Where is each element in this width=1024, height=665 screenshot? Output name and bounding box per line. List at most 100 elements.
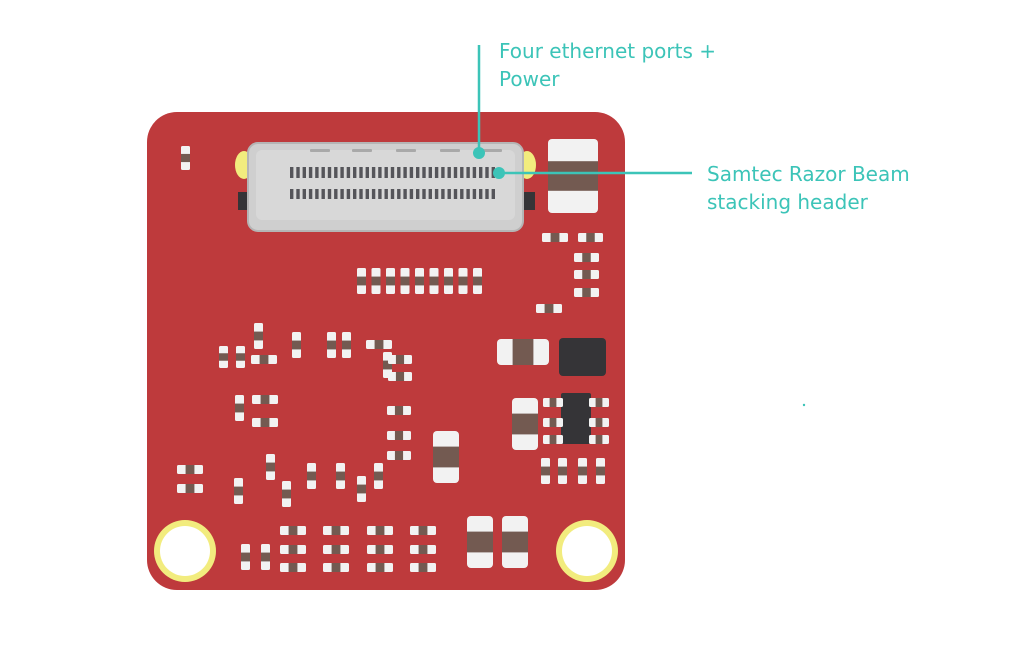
resistor-body (241, 552, 250, 562)
resistor-body (549, 418, 557, 427)
callout-line-ports (473, 45, 485, 159)
resistor-body (444, 276, 453, 286)
connector-pin (390, 189, 395, 199)
connector-pin (485, 167, 489, 178)
resistor-body (342, 340, 351, 350)
resistor-body (260, 395, 270, 404)
connector-pin (434, 167, 439, 178)
resistor-body (288, 526, 298, 535)
resistor-body (429, 276, 439, 286)
resistor-body (357, 276, 366, 286)
connector-ridge (440, 149, 460, 152)
pcb-components (177, 139, 609, 572)
resistor-body (386, 276, 395, 286)
connector-pin (441, 189, 445, 199)
connector-pin (409, 167, 414, 178)
resistor-body (394, 406, 404, 415)
connector-pin (308, 167, 313, 178)
connector-pin (472, 189, 477, 199)
resistor-body (541, 466, 550, 476)
connector-pin (428, 167, 432, 178)
resistor-body (582, 270, 591, 279)
resistor-body (586, 233, 595, 242)
callout-header-line2: stacking header (707, 190, 868, 214)
resistor-body (261, 552, 270, 562)
resistor-body (544, 304, 554, 313)
connector-pin (491, 189, 495, 199)
resistor-body (282, 489, 291, 499)
connector-pin (290, 167, 294, 178)
callout-label-ports: Four ethernet ports + Power (499, 37, 716, 93)
resistor-body (307, 471, 316, 481)
resistor-body (371, 276, 381, 286)
resistor-body (418, 563, 428, 572)
resistor-body (181, 153, 190, 163)
connector-pin (340, 189, 344, 199)
connector-pin (353, 189, 357, 199)
connector-pin (466, 167, 470, 178)
connector-pin (321, 189, 325, 199)
resistor-body (331, 545, 341, 554)
resistor-body (595, 435, 603, 444)
connector-pin (378, 167, 382, 178)
connector-pin (447, 189, 451, 199)
connector-pin (365, 167, 369, 178)
resistor-body (596, 466, 605, 476)
connector-pin (365, 189, 369, 199)
connector-pin (485, 189, 489, 199)
mounting-hole-right (556, 520, 618, 582)
capacitor-body (433, 446, 459, 468)
connector-pin (378, 189, 382, 199)
connector-pin (422, 189, 426, 199)
connector-pin (472, 167, 477, 178)
connector-pin (327, 189, 332, 199)
connector-pin (453, 189, 458, 199)
callout-label-header: Samtec Razor Beam stacking header (707, 160, 910, 216)
connector-pin (428, 189, 432, 199)
resistor-body (582, 253, 591, 262)
resistor-body (185, 484, 195, 493)
connector-pin (302, 189, 306, 199)
resistor-body (331, 526, 341, 535)
connector-pin (403, 167, 407, 178)
connector-pin (479, 167, 483, 178)
resistor-body (550, 233, 560, 242)
ic-chip (559, 338, 606, 376)
resistor-body (418, 545, 428, 554)
resistor-body (549, 398, 557, 407)
resistor-body (400, 276, 410, 286)
mounting-hole-left (154, 520, 216, 582)
connector-pin (290, 189, 294, 199)
resistor-body (236, 353, 245, 361)
connector-pin (441, 167, 445, 178)
connector-pin (359, 189, 363, 199)
resistor-body (336, 471, 345, 481)
connector-pin (416, 167, 420, 178)
resistor-body (558, 466, 567, 476)
connector-pin (371, 189, 376, 199)
connector-pin (340, 167, 344, 178)
connector-pin (296, 189, 300, 199)
resistor-body (327, 340, 336, 350)
connector-pin (308, 189, 313, 199)
connector-pin (397, 189, 401, 199)
connector-pin (403, 189, 407, 199)
connector-pin (346, 167, 351, 178)
connector-pin (315, 167, 319, 178)
connector-pin (416, 189, 420, 199)
connector-pin (296, 167, 300, 178)
resistor-body (357, 484, 366, 494)
connector-tab-right (521, 192, 535, 210)
connector-ridge (310, 149, 330, 152)
resistor-body (331, 563, 341, 572)
resistor-body (260, 418, 270, 427)
resistor-body (375, 545, 385, 554)
stray-dot (802, 403, 806, 407)
resistor-body (288, 545, 298, 554)
resistor-body (582, 288, 591, 297)
connector-pin (466, 189, 470, 199)
connector-pin (384, 189, 388, 199)
resistor-body (259, 355, 269, 364)
capacitor-body (467, 531, 493, 553)
